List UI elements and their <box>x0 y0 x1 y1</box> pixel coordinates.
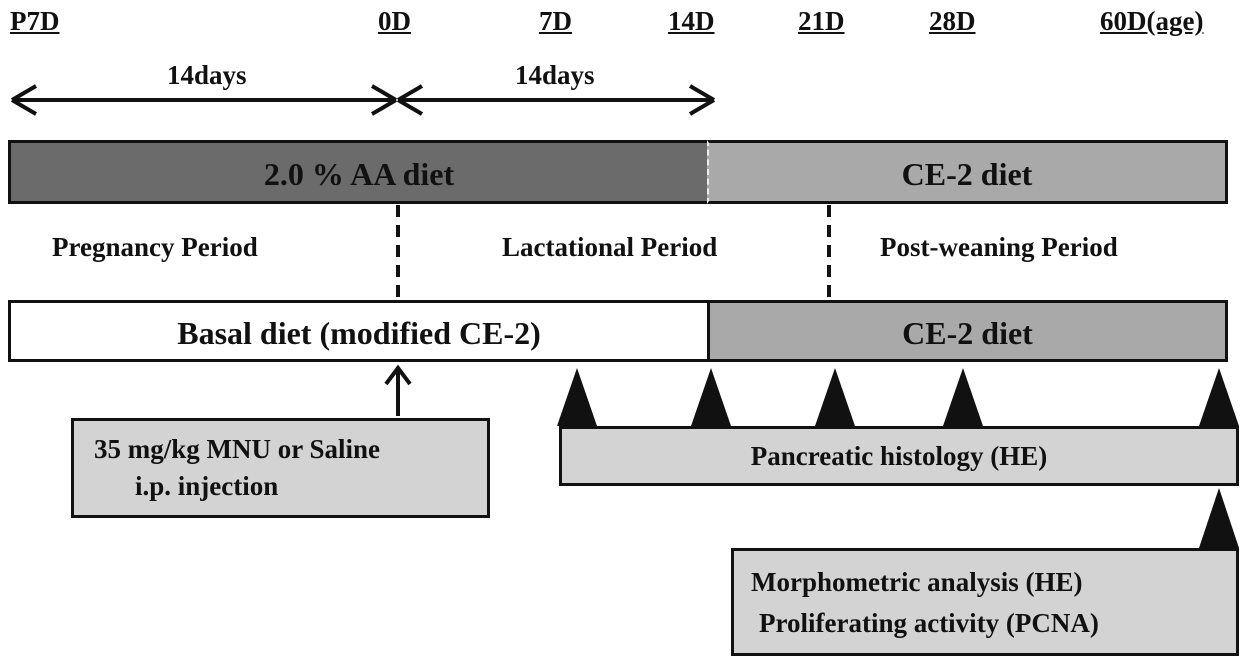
span-label-2: 14days <box>515 60 595 90</box>
sampling-triangle-28d <box>943 368 983 426</box>
ce2-diet-bar-top: CE-2 diet <box>707 140 1228 204</box>
analysis-line-2: Proliferating activity (PCNA) <box>759 608 1099 638</box>
ce2-diet-bar-bottom: CE-2 diet <box>707 300 1228 362</box>
span-arrow-1 <box>10 84 398 116</box>
tick-21d: 21D <box>798 6 845 36</box>
tick-p7d: P7D <box>10 6 60 36</box>
sampling-triangle-14d <box>691 368 731 426</box>
tick-7d: 7D <box>539 6 572 36</box>
injection-arrow <box>384 364 412 416</box>
ce2-diet-label-top: CE-2 diet <box>901 156 1033 192</box>
injection-line-1: 35 mg/kg MNU or Saline <box>94 434 381 464</box>
injection-line-2: i.p. injection <box>135 471 279 501</box>
analysis-line-1: Morphometric analysis (HE) <box>751 567 1083 597</box>
tick-60d: 60D(age) <box>1100 6 1204 36</box>
tick-28d: 28D <box>929 6 976 36</box>
histology-label: Pancreatic histology (HE) <box>750 441 1048 471</box>
post-weaning-period-label: Post-weaning Period <box>880 232 1118 262</box>
aa-diet-bar: 2.0 % AA diet <box>8 140 710 204</box>
sampling-triangle-21d <box>815 368 855 426</box>
basal-diet-label: Basal diet (modified CE-2) <box>177 315 541 351</box>
basal-diet-bar: Basal diet (modified CE-2) <box>8 300 710 362</box>
injection-box: 35 mg/kg MNU or Saline i.p. injection <box>71 418 490 518</box>
histology-box: Pancreatic histology (HE) <box>559 426 1239 486</box>
aa-diet-label: 2.0 % AA diet <box>263 156 455 192</box>
sampling-triangle-7d <box>557 368 597 426</box>
lactational-period-label: Lactational Period <box>502 232 718 262</box>
sampling-triangle-60d <box>1199 368 1239 426</box>
span-arrow-2 <box>396 84 716 116</box>
tick-14d: 14D <box>668 6 715 36</box>
ce2-diet-label-bottom: CE-2 diet <box>902 315 1033 351</box>
tick-0d: 0D <box>378 6 411 36</box>
analysis-box: Morphometric analysis (HE) Proliferating… <box>731 548 1239 656</box>
pregnancy-period-label: Pregnancy Period <box>52 232 258 262</box>
analysis-triangle-60d <box>1199 488 1239 548</box>
span-label-1: 14days <box>167 60 247 90</box>
